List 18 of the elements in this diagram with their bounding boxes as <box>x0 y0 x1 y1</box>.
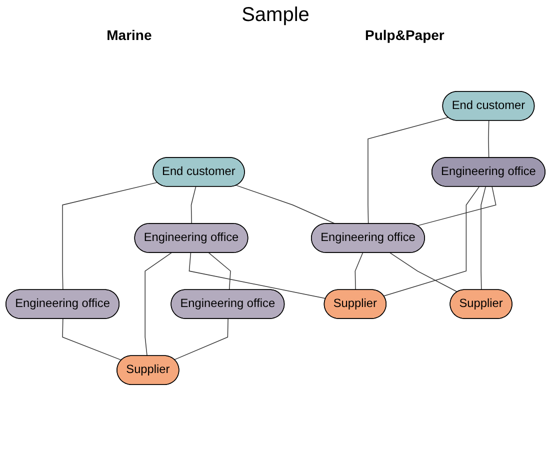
connector <box>488 120 490 158</box>
connector <box>188 252 326 299</box>
connector <box>390 252 458 292</box>
connector <box>368 117 449 224</box>
connector <box>144 252 172 356</box>
connector <box>417 186 496 226</box>
connector <box>383 186 480 296</box>
connector <box>354 252 364 290</box>
connector <box>480 186 486 290</box>
diagram-title: Sample <box>240 4 310 27</box>
connector <box>208 252 231 290</box>
connector <box>62 318 122 361</box>
column-heading: Pulp&Paper <box>365 27 444 43</box>
connector <box>174 318 228 360</box>
connector <box>236 185 336 224</box>
connector <box>62 182 158 290</box>
connector <box>190 186 196 224</box>
column-heading: Marine <box>106 27 152 43</box>
